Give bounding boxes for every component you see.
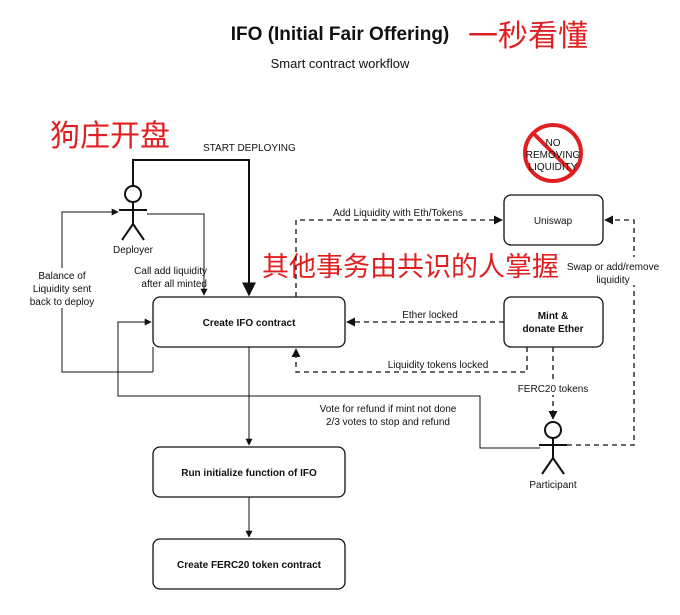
liquidity-locked-label: Liquidity tokens locked	[388, 360, 489, 371]
call-add-label-line2: after all minted	[141, 279, 207, 290]
call-add-label-line1: Call add liquidity	[134, 266, 207, 277]
no-sign-line3: LIQUIDITY	[529, 162, 578, 173]
no-sign-line1: NO	[546, 138, 561, 149]
balance-label-line2: Liquidity sent	[33, 284, 92, 295]
liquidity-locked-arrow	[291, 347, 528, 373]
ferc20-label-bg	[515, 382, 591, 395]
diagram-title: IFO (Initial Fair Offering)	[231, 24, 450, 45]
ferc20-tokens-label: FERC20 tokens	[518, 384, 589, 395]
balance-label-bg	[26, 268, 98, 308]
balance-label-line3: back to deploy	[30, 297, 95, 308]
participant-label: Participant	[529, 480, 576, 491]
participant-actor-icon	[539, 421, 567, 475]
create-ifo-label: Create IFO contract	[203, 318, 296, 329]
swap-label-bg	[566, 257, 661, 285]
balance-label-line1: Balance of	[38, 271, 85, 282]
start-deploying-label: START DEPLOYING	[203, 143, 296, 154]
mint-label-line1: Mint &	[538, 311, 569, 322]
vote-label-line1: Vote for refund if mint not done	[320, 404, 457, 415]
ether-locked-label: Ether locked	[402, 310, 458, 321]
add-liquidity-label: Add Liquidity with Eth/Tokens	[333, 208, 463, 219]
create-ferc20-box: Create FERC20 token contract	[152, 538, 346, 590]
annotation-left: 狗庄开盘	[50, 119, 170, 154]
mint-donate-box: Mint & donate Ether	[503, 296, 604, 348]
no-sign-line2: REMOVING	[526, 150, 581, 161]
swap-arrow	[567, 215, 635, 446]
annotation-top-right: 一秒看懂	[468, 19, 588, 54]
swap-label-line1: Swap or add/remove	[567, 262, 660, 273]
deployer-actor-icon	[119, 185, 147, 241]
create-ifo-box: Create IFO contract	[152, 296, 346, 348]
no-removing-liquidity-icon: NO REMOVING LIQUIDITY	[523, 123, 583, 183]
start-deploying-arrow	[132, 159, 256, 297]
vote-refund-arrow	[117, 318, 540, 449]
vote-label-line2: 2/3 votes to stop and refund	[326, 417, 450, 428]
call-add-liquidity-arrow	[147, 213, 208, 296]
create-ferc20-label: Create FERC20 token contract	[177, 560, 322, 571]
run-initialize-box: Run initialize function of IFO	[152, 446, 346, 498]
annotation-middle: 其他事务由共识的人掌握	[262, 252, 559, 283]
diagram-subtitle: Smart contract workflow	[271, 56, 410, 71]
mint-label-line2: donate Ether	[522, 324, 583, 335]
deployer-label: Deployer	[113, 245, 154, 256]
swap-label-line2: liquidity	[596, 275, 629, 286]
uniswap-box: Uniswap	[503, 194, 604, 246]
uniswap-label: Uniswap	[534, 216, 573, 227]
add-liquidity-arrow	[295, 215, 503, 297]
run-initialize-label: Run initialize function of IFO	[181, 468, 317, 479]
